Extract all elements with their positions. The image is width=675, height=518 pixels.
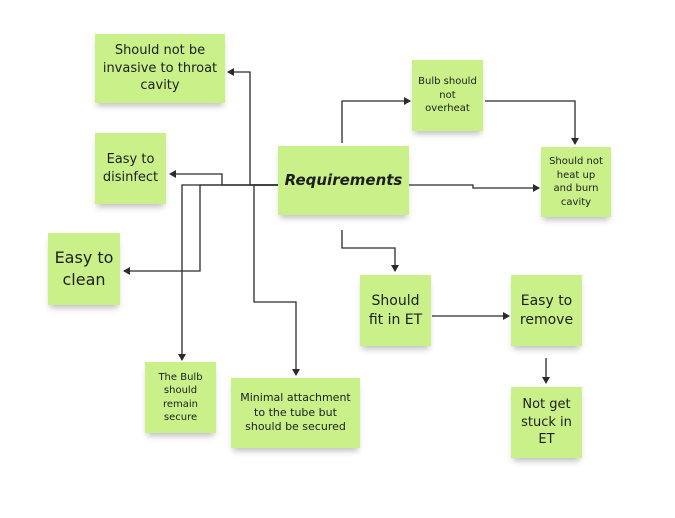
connector-overheat-to-burn — [485, 100, 579, 145]
note-not-stuck[interactable]: Not get stuck in ET — [511, 387, 582, 458]
note-easy-clean[interactable]: Easy to clean — [48, 233, 120, 305]
note-easy-remove-text: Easy to remove — [519, 292, 574, 328]
note-requirements[interactable]: Requirements — [278, 146, 409, 215]
note-not-invasive[interactable]: Should not be invasive to throat cavity — [95, 34, 225, 103]
note-fit-in-et[interactable]: Should fit in ET — [360, 275, 431, 346]
note-easy-disinfect[interactable]: Easy to disinfect — [95, 133, 166, 204]
note-not-burn-cavity-text: Should not heat up and burn cavity — [549, 156, 603, 208]
note-bulb-secure[interactable]: The Bulb should remain secure — [145, 362, 216, 433]
note-minimal-attachment[interactable]: Minimal attachment to the tube but shoul… — [231, 378, 360, 448]
note-requirements-text: Requirements — [284, 171, 403, 190]
connector-to-bulb-secure — [178, 184, 278, 361]
note-not-stuck-text: Not get stuck in ET — [521, 397, 572, 448]
note-easy-remove[interactable]: Easy to remove — [511, 275, 582, 346]
note-bulb-not-overheat-text: Bulb should not overheat — [418, 76, 477, 115]
connector-to-minimal-attachment — [253, 184, 300, 376]
connector-to-not-burn-cavity — [409, 184, 540, 192]
note-not-burn-cavity[interactable]: Should not heat up and burn cavity — [541, 147, 611, 217]
connector-to-bulb-not-overheat — [341, 97, 411, 143]
connector-to-not-invasive — [227, 68, 278, 186]
connector-to-easy-disinfect — [169, 170, 278, 186]
note-bulb-not-overheat[interactable]: Bulb should not overheat — [412, 60, 483, 131]
note-not-invasive-text: Should not be invasive to throat cavity — [102, 43, 218, 94]
note-easy-disinfect-text: Easy to disinfect — [102, 151, 159, 185]
connector-to-fit-in-et — [341, 230, 399, 272]
note-minimal-attachment-text: Minimal attachment to the tube but shoul… — [240, 390, 351, 434]
note-easy-clean-text: Easy to clean — [54, 248, 114, 289]
note-fit-in-et-text: Should fit in ET — [368, 292, 423, 328]
note-bulb-secure-text: The Bulb should remain secure — [158, 371, 203, 424]
